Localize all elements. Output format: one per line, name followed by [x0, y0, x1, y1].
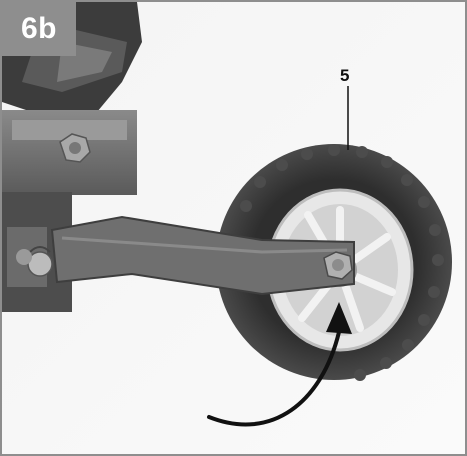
figure-label-badge: 6b	[2, 2, 76, 56]
support-arm	[50, 215, 355, 296]
callout-number: 5	[340, 66, 350, 85]
bolt-icon	[323, 251, 353, 280]
spring-bolt	[16, 246, 53, 277]
curved-arrow-icon	[207, 302, 352, 427]
bracket-bolt	[59, 133, 91, 163]
